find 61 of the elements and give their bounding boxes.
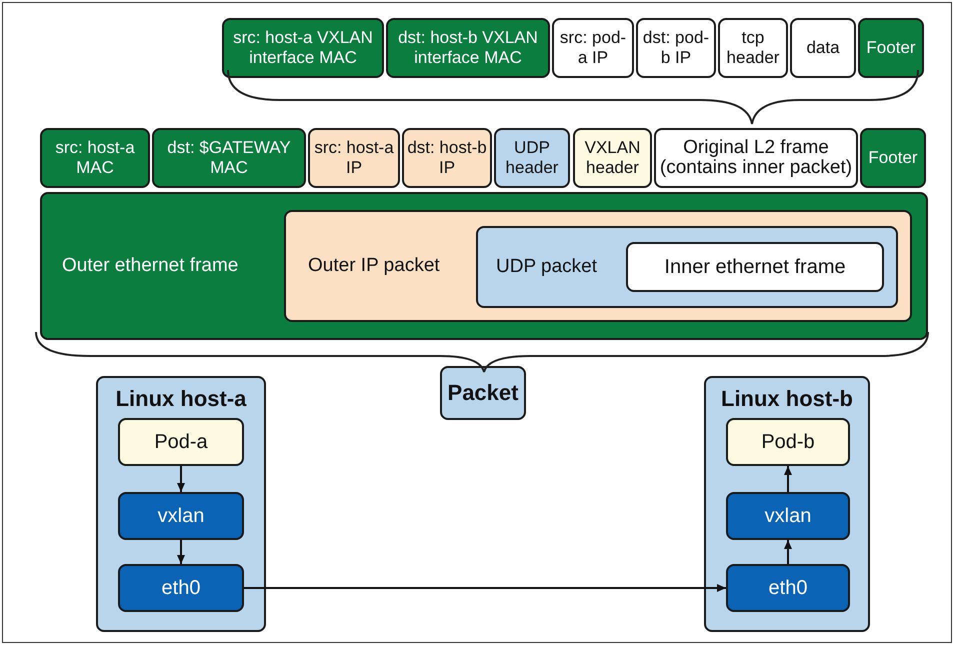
box-label: UDP header [504, 138, 560, 178]
box-label: Footer [865, 38, 917, 58]
box-label: Original L2 frame (contains inner packet) [658, 138, 854, 178]
frame-layer [284, 210, 912, 322]
header-field [858, 18, 924, 78]
box-label: src: host-a MAC [54, 138, 136, 178]
header-field [552, 18, 634, 78]
interface-box [726, 492, 850, 540]
host-panel [704, 376, 870, 632]
header-field [402, 128, 492, 188]
group-title: Linux host-b [720, 388, 854, 410]
box-label: src: host-a VXLAN interface MAC [232, 28, 374, 68]
box-label: tcp header [726, 28, 780, 68]
group-title: Linux host-a [114, 388, 248, 410]
box-label: Pod-a [153, 432, 209, 452]
frame-layer [476, 226, 898, 308]
interface-box [118, 564, 244, 612]
box-label: Footer [867, 148, 919, 168]
pod-box [726, 418, 850, 466]
box-label: data [805, 38, 841, 58]
box-label: vxlan [764, 506, 812, 526]
interface-box [726, 564, 850, 612]
box-label: Pod-b [760, 432, 816, 452]
header-field [386, 18, 550, 78]
frame-layer [626, 242, 884, 292]
packet-box [440, 366, 526, 420]
header-field [152, 128, 306, 188]
arrow [244, 584, 726, 592]
header-field [308, 128, 400, 188]
box-label: dst: host-b VXLAN interface MAC [397, 28, 539, 68]
box-label: dst: host-b IP [406, 138, 488, 178]
box-label: eth0 [768, 578, 808, 598]
box-label: eth0 [160, 578, 202, 598]
header-field [860, 128, 926, 188]
header-field [718, 18, 788, 78]
box-label: Packet [446, 383, 520, 403]
box-label: vxlan [156, 506, 206, 526]
arrow [177, 466, 185, 492]
header-field [636, 18, 716, 78]
arrow [784, 466, 792, 492]
header-field [790, 18, 856, 78]
header-field [654, 128, 858, 188]
frame-layer [40, 192, 928, 340]
header-field [40, 128, 150, 188]
header-field [573, 128, 652, 188]
header-field [494, 128, 570, 188]
box-label: dst: pod-b IP [642, 28, 710, 68]
box-label: src: pod-a IP [558, 28, 628, 68]
group-title: Outer ethernet frame [62, 255, 238, 277]
box-label: dst: $GATEWAY MAC [166, 138, 292, 178]
box-label: VXLAN header [584, 138, 642, 178]
interface-box [118, 492, 244, 540]
box-label: src: host-a IP [313, 138, 395, 178]
arrow [784, 540, 792, 564]
arrow [177, 540, 185, 564]
host-panel [96, 376, 266, 632]
header-field [222, 18, 384, 78]
group-title: Outer IP packet [308, 255, 440, 277]
pod-box [118, 418, 244, 466]
box-label: Inner ethernet frame [663, 257, 847, 277]
group-title: UDP packet [496, 256, 598, 278]
